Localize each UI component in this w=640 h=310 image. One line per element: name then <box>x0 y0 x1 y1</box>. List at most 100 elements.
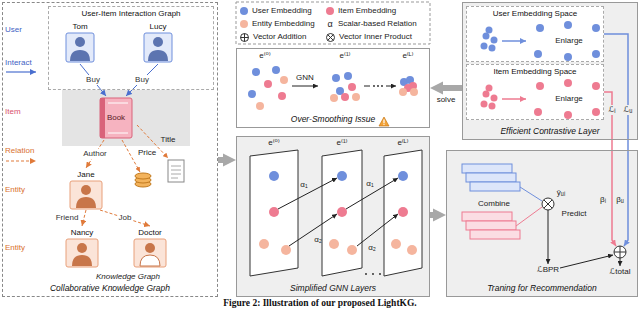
operator-wire <box>620 246 621 258</box>
operator-wire <box>516 150 628 268</box>
row-label: Item <box>5 107 21 116</box>
symbol-stroke <box>328 34 334 40</box>
effect-label: Enlarge <box>555 94 583 103</box>
embedding-space <box>481 21 601 119</box>
connector <box>126 64 158 96</box>
item-node: Book <box>96 96 136 140</box>
gnn-layer <box>347 245 357 255</box>
legend-text: Item Embedding <box>338 6 396 15</box>
relation-label: Price <box>138 148 156 157</box>
row-label: Relation <box>5 146 34 155</box>
relation-arrow <box>122 140 140 172</box>
person-icon <box>145 243 155 253</box>
node-label: Book <box>107 113 125 122</box>
operator-wire <box>548 210 549 264</box>
legend-item: User Embedding <box>240 6 312 16</box>
edge-label: solve <box>436 95 457 104</box>
document-icon <box>171 166 181 167</box>
embedding-bar <box>462 164 512 173</box>
symbol-ring <box>241 33 249 41</box>
node-label: Lucy <box>150 22 167 31</box>
embedding-label: e⁽ᴸ⁾ <box>402 51 413 60</box>
panel: Efficient Contrastive Layer User Embeddin… <box>462 2 638 140</box>
step-label: Predict <box>562 209 587 218</box>
legend-item: Item Embedding <box>326 6 396 16</box>
gnn-layer <box>372 273 374 275</box>
embedding-cluster <box>332 74 340 82</box>
embedding-cluster <box>280 76 288 84</box>
weight-label: α₁ <box>366 179 373 188</box>
row-label: Interact <box>5 58 32 67</box>
panel-fill <box>466 6 604 62</box>
embedding-cluster <box>377 85 379 87</box>
embedding-cluster <box>248 66 418 110</box>
operator-wire <box>620 258 621 266</box>
warning-icon <box>383 120 384 124</box>
entity-node: Jane <box>66 168 106 210</box>
gnn-layer <box>329 239 339 249</box>
operator-wire <box>542 198 554 210</box>
embedding-bar <box>466 173 516 182</box>
weight-label: βᵢ <box>600 195 606 204</box>
connector <box>80 64 106 96</box>
person-icon <box>76 197 96 208</box>
legend-symbol: α <box>327 19 332 29</box>
legend-item: Entity Embedding <box>240 19 315 29</box>
legend-swatch <box>326 7 334 15</box>
legend-text: Vector Addition <box>253 32 306 41</box>
embedding-space <box>592 24 600 32</box>
person-icon <box>66 33 172 267</box>
space-box: User Embedding Space <box>466 6 604 62</box>
embedding-bar <box>470 230 520 239</box>
operator-wire <box>560 255 613 268</box>
connector <box>100 210 150 226</box>
legend-item: Scalar-based Relation <box>326 19 417 29</box>
embedding-space <box>491 95 498 102</box>
embedding-space <box>486 27 493 34</box>
embedding-space <box>481 43 488 50</box>
gnn-layer <box>398 207 408 217</box>
panel-fill <box>62 90 190 146</box>
person-icon <box>140 255 160 266</box>
embedding-space <box>592 108 600 116</box>
gnn-layer <box>269 207 279 217</box>
panel-fill <box>236 2 430 44</box>
gnn-layer <box>398 171 408 181</box>
panel-fill <box>236 48 430 128</box>
embedding-space <box>486 85 493 92</box>
person-icon <box>148 50 168 61</box>
score-label: ŷᵤᵢ <box>557 188 565 197</box>
node-label: Over-Smoothing Issue <box>291 115 375 125</box>
warning-icon <box>379 117 389 126</box>
gnn-layer <box>384 150 422 276</box>
embedding-space <box>502 40 526 42</box>
embedding-cluster <box>410 88 418 96</box>
embedding-cluster <box>399 88 407 96</box>
embedding-space <box>536 82 544 90</box>
gnn-layer <box>337 207 347 217</box>
person-icon <box>77 243 87 253</box>
node-label: Efficient Contrastive Layer <box>500 127 599 137</box>
connector <box>218 157 223 163</box>
legend-text: Vector Inner Product <box>339 32 412 41</box>
gnn-layer <box>281 245 291 255</box>
document-icon <box>171 170 181 171</box>
embedding-space <box>564 79 572 87</box>
legend-text: Entity Embedding <box>252 19 315 28</box>
edge-label: Buy <box>134 75 150 84</box>
weight-label: α₁ <box>300 180 307 189</box>
weight-label: α₂ <box>314 235 322 244</box>
warning-icon <box>383 124 384 125</box>
embedding-space <box>502 98 526 100</box>
embedding-cluster <box>278 92 286 100</box>
connector <box>443 85 462 91</box>
operator-wire <box>516 207 542 226</box>
space-box: Item Embedding Space <box>466 64 604 120</box>
embedding-space <box>491 37 498 44</box>
embedding-label: e⁽ᴸ⁾ <box>397 138 408 147</box>
step-label: GNN <box>296 73 314 82</box>
embedding-space <box>592 82 600 90</box>
embedding-cluster <box>248 90 256 98</box>
operator-wire <box>544 200 552 208</box>
warning-icon <box>379 117 389 126</box>
